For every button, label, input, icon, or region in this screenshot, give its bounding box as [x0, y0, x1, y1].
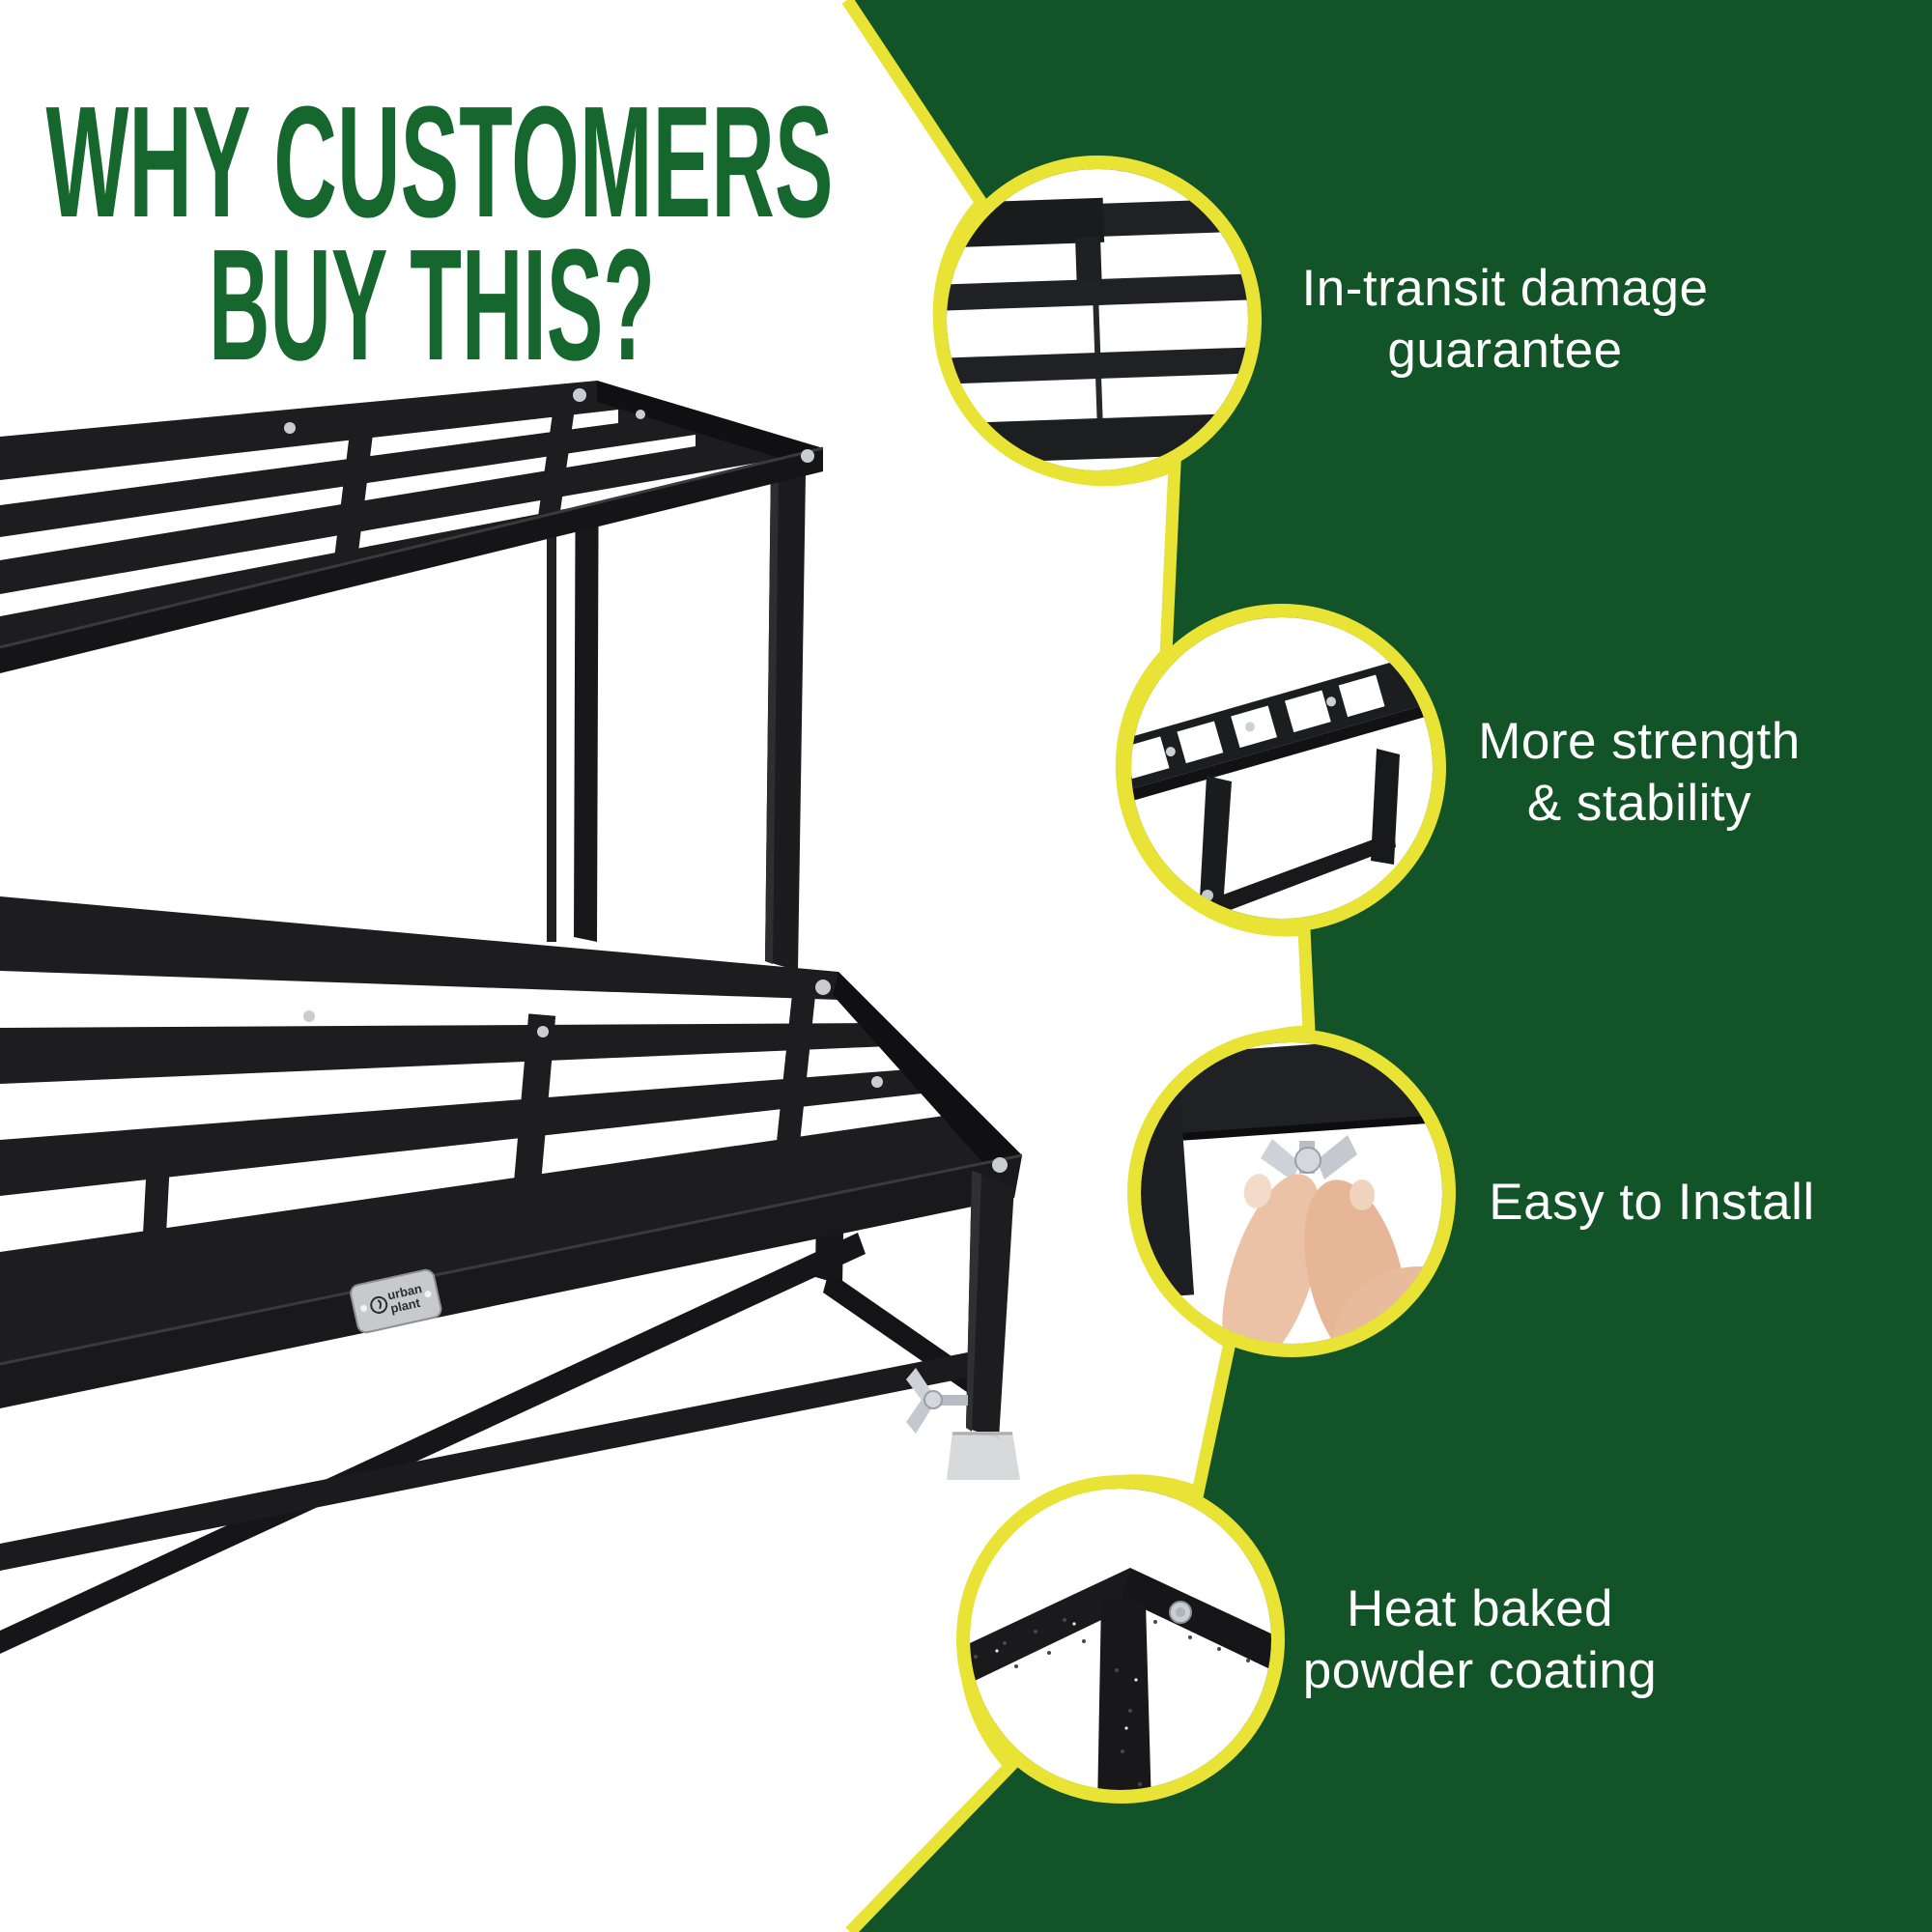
feature-callout-coating: [956, 1475, 1285, 1804]
lower-tier-front-leg: [0, 1171, 1020, 1571]
lower-tier-deck: [0, 896, 1023, 1408]
feature-photo-wing-nut-hand: [1141, 1042, 1442, 1344]
feature-callout-in-transit: [933, 156, 1262, 484]
feature-callout-strength: [1118, 604, 1446, 932]
brand-plate-line2: plant: [389, 1295, 422, 1317]
wing-nut: [906, 1368, 968, 1434]
powder-texture-speckles: [974, 1618, 1250, 1786]
feature-label-line: More strength: [1478, 713, 1801, 770]
feature-label-line: powder coating: [1302, 1642, 1658, 1699]
feature-photo-coated-corner: [970, 1568, 1271, 1790]
upper-tier-legs: [547, 392, 806, 971]
feature-label-strength: More strength & stability: [1478, 711, 1800, 835]
foot-cap: [947, 1432, 1020, 1480]
feature-label-line: & stability: [1526, 775, 1752, 832]
callout-ring: [956, 1475, 1285, 1804]
feature-label-line: Easy to Install: [1489, 1174, 1815, 1231]
feature-label-line: In-transit damage: [1301, 260, 1709, 317]
texture-glints: [995, 1622, 1138, 1730]
callout-ring: [1118, 604, 1446, 932]
photo-wing-nut: [1261, 1135, 1357, 1181]
green-panel: [847, 0, 1932, 1932]
feature-label-line: Heat baked: [1346, 1580, 1614, 1637]
page-title: WHY CUSTOMERS BUY THIS?: [46, 73, 834, 393]
title-line-1: WHY CUSTOMERS: [46, 73, 834, 250]
feature-label-coating: Heat baked powder coating: [1303, 1578, 1657, 1702]
feature-label-install: Easy to Install: [1489, 1172, 1814, 1234]
brand-plate: urban plant: [350, 1268, 442, 1334]
callout-ring: [933, 156, 1262, 484]
product-photo-two-tier-stand: urban plant: [0, 381, 1023, 1654]
title-line-2: BUY THIS?: [209, 216, 655, 393]
callout-ring: [1127, 1029, 1456, 1357]
feature-callout-install: [1127, 1029, 1456, 1357]
feature-label-line: guarantee: [1387, 322, 1623, 379]
feature-label-in-transit: In-transit damage guarantee: [1302, 258, 1709, 382]
feature-photo-stand-corner: [1131, 651, 1433, 919]
upper-tier-deck: [0, 381, 824, 673]
